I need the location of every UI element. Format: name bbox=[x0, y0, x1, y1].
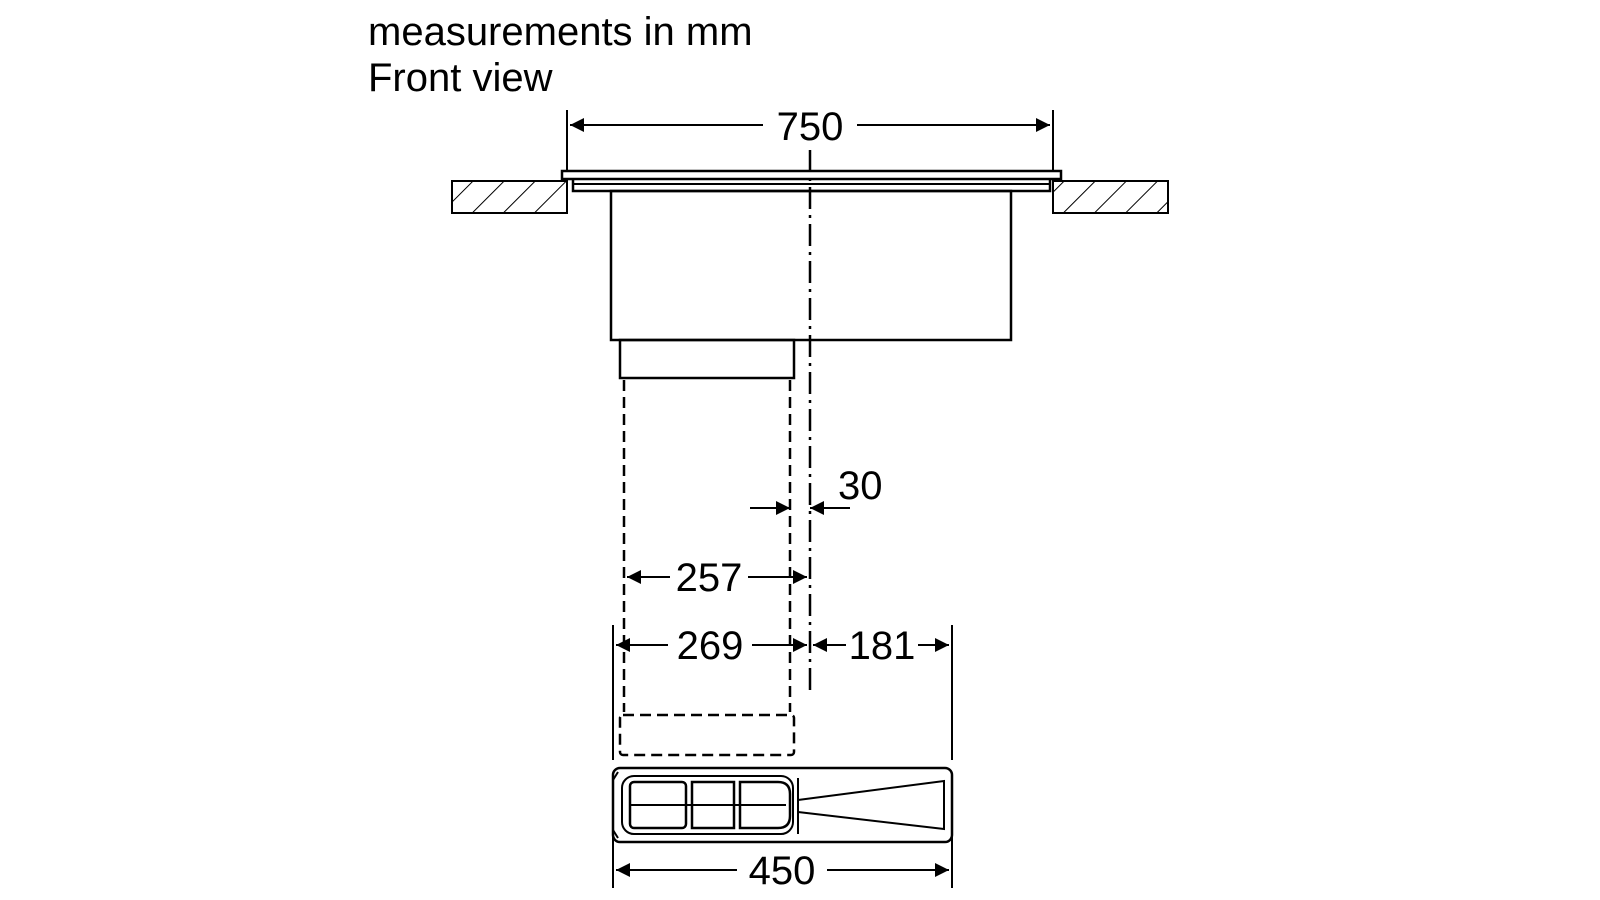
worktop-right bbox=[1052, 180, 1169, 214]
title-view: Front view bbox=[368, 56, 553, 100]
dim-centre-to-right: 181 bbox=[849, 624, 916, 668]
fan-outlet bbox=[618, 338, 796, 380]
hob-glass bbox=[560, 169, 1063, 181]
duct-connector bbox=[618, 713, 796, 757]
dim-box-width: 450 bbox=[749, 849, 816, 893]
dim-centre-offset: 30 bbox=[838, 464, 883, 508]
dim-duct-to-centre: 257 bbox=[676, 556, 743, 600]
title-measurements: measurements in mm bbox=[368, 10, 753, 54]
dim-overall-width: 750 bbox=[777, 105, 844, 149]
worktop-left bbox=[451, 180, 568, 214]
dim-left-to-centre: 269 bbox=[677, 624, 744, 668]
filter-box bbox=[611, 766, 954, 844]
